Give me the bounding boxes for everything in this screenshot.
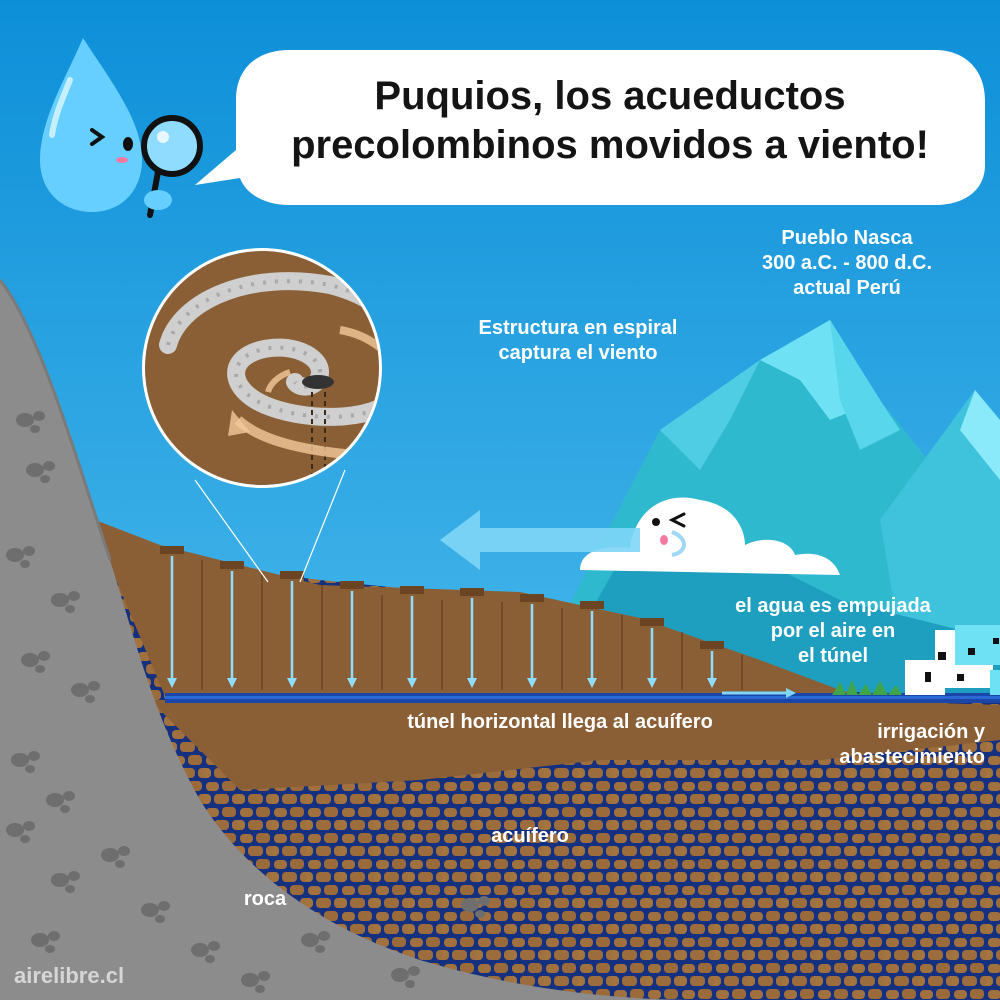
soil-lower [150,700,1000,790]
rock-pebble [51,591,80,613]
magnifying-glass-icon [141,115,203,218]
culture-label: Pueblo Nasca 300 a.C. - 800 d.C. actual … [761,227,933,299]
water-flow-arrow [722,688,796,698]
rock-pebble [301,931,330,953]
shaft [640,618,683,690]
aquifer-label: acuífero [491,825,569,847]
shaft [460,588,503,690]
wind-arrow-icon [440,510,640,570]
credit-label: airelibre.cl [14,963,125,988]
rock-pebble [26,461,55,483]
tunnel-label: túnel horizontal llega al acuífero [407,711,713,733]
air-push-label: el agua es empujada por el aire en el tú… [735,595,931,667]
rock-pebble [46,791,75,813]
shaft [280,571,323,690]
rock-pebble [16,411,45,433]
rock-pebble [461,896,490,918]
rock-pebble [101,846,130,868]
rock-mass [0,280,700,1000]
speech-bubble [195,50,985,205]
rock-pebble [31,931,60,953]
shaft [340,581,383,690]
shaft [580,601,623,690]
rock-pebble [71,681,100,703]
shaft [160,546,203,690]
rock-pebbles [6,411,490,993]
spiral-structure-icon [142,248,382,488]
spiral-label: Estructura en espiral captura el viento [478,317,678,364]
cloud-face-icon [580,497,840,575]
rock-pebble [191,941,220,963]
rock-pebble [21,651,50,673]
rock-pebble [6,821,35,843]
irrigation-label: irrigación y abastecimiento [839,721,985,768]
shaft [520,594,563,690]
puquio-shafts [160,546,743,690]
shaft [400,586,443,690]
title-line-2: precolombinos movidos a viento! [291,122,929,167]
shaft [700,641,743,690]
rock-pebble [11,751,40,773]
grass [832,680,902,695]
rock-pebble [51,871,80,893]
rock-pebble [241,971,270,993]
page-title: Puquios, los acueductos precolombinos mo… [240,72,980,170]
rock-pebble [391,966,420,988]
water-drop-mascot-icon [40,38,142,212]
rock-pebble [141,901,170,923]
shaft [220,561,263,690]
rock-label: roca [243,888,287,910]
rock-pebble [6,546,35,568]
title-line-1: Puquios, los acueductos [374,74,846,118]
village-house-icon [905,625,1000,695]
